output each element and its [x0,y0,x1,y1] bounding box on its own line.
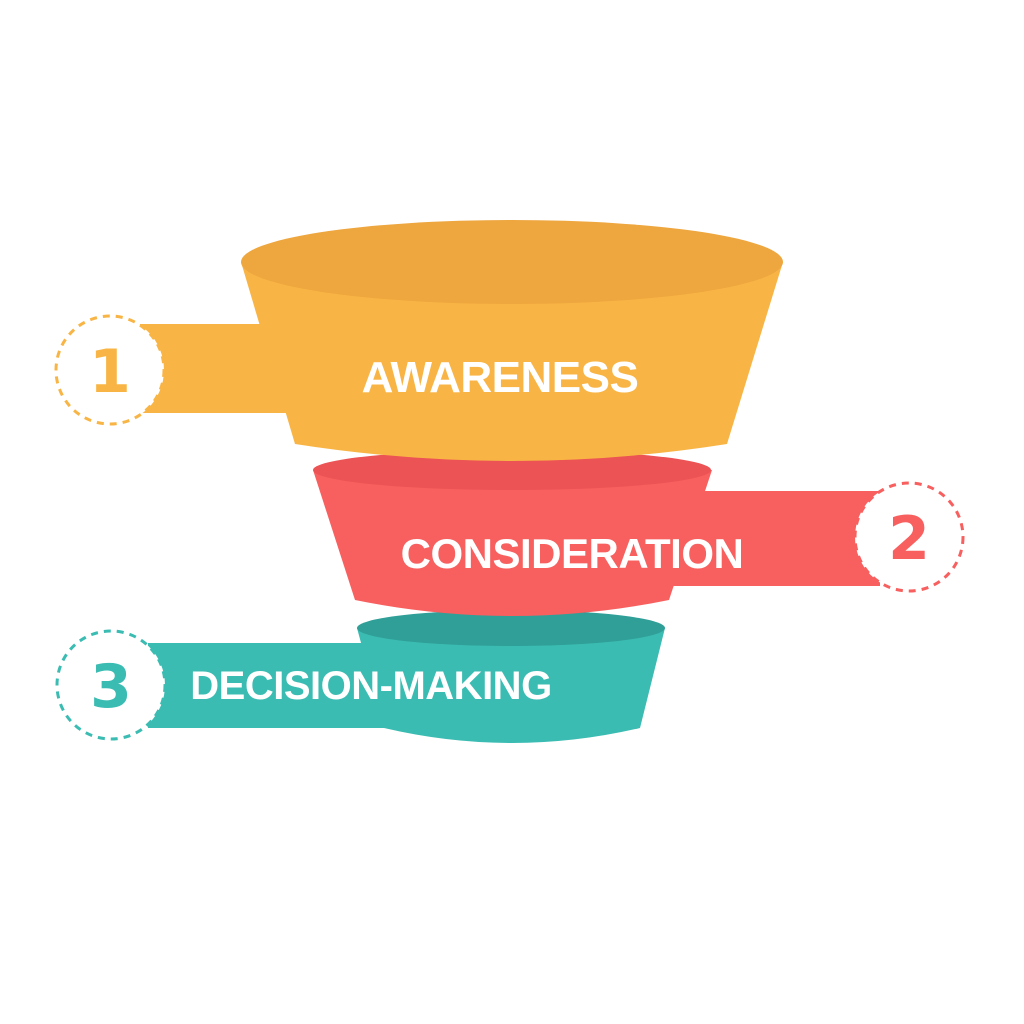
stage-label-consideration: CONSIDERATION [401,530,744,577]
consideration-ribbon [650,491,880,586]
funnel-stage-consideration: 2 CONSIDERATION [313,450,965,616]
decision-making-funnel-rim [357,610,665,646]
awareness-funnel-rim [241,220,783,304]
step-badge-3 [55,629,167,741]
funnel-stage-awareness: 1 AWARENESS [54,220,783,461]
step-number-1: 1 [89,337,131,407]
step-badge-1 [54,314,166,426]
funnel-stage-decision-making: 3 DECISION-MAKING [55,610,665,743]
consideration-funnel-rim [313,450,711,490]
stage-label-awareness: AWARENESS [362,353,639,402]
step-badge-2 [853,481,965,593]
step-number-3: 3 [90,652,132,722]
decision-making-funnel-body [357,628,665,743]
awareness-funnel-body [241,262,783,461]
consideration-funnel-body [313,470,712,616]
step-number-2: 2 [888,504,930,574]
stage-label-decision-making: DECISION-MAKING [190,664,551,708]
